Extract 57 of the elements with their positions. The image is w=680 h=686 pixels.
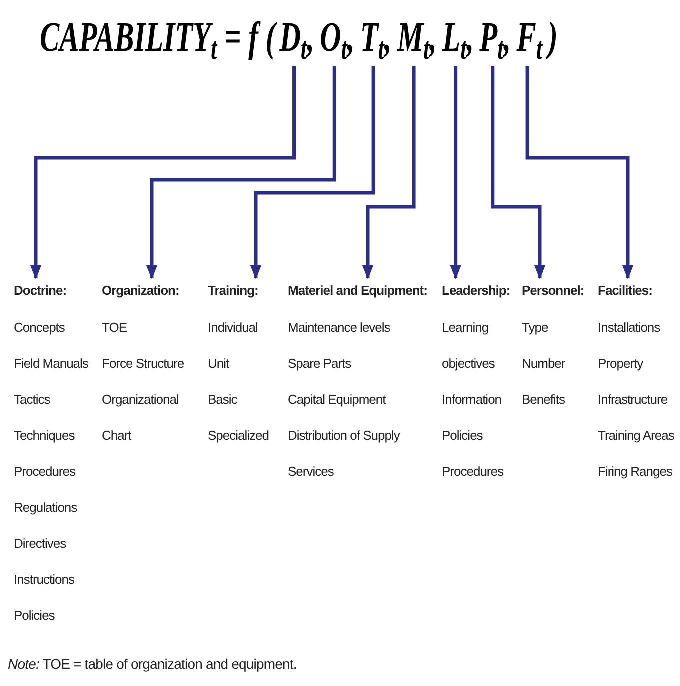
list-item: Training Areas: [598, 427, 676, 445]
list-item: Policies: [14, 607, 56, 625]
list-item: Procedures: [14, 463, 76, 481]
column-heading: Organization:: [102, 282, 180, 300]
note-text: Note: TOE = table of organization and equipment.: [8, 655, 297, 674]
connector-arrow: [362, 66, 416, 280]
list-item: Maintenance levels: [288, 319, 392, 337]
list-item: Unit: [208, 355, 230, 373]
list-item: Techniques: [14, 427, 76, 445]
list-item: Basic: [208, 391, 238, 409]
connector-arrow: [450, 66, 462, 280]
list-item: Infrastructure: [598, 391, 669, 409]
formula-variable: F$_{t}$: [516, 8, 542, 68]
formula-text: ): [548, 14, 558, 63]
column-heading: Training:: [208, 282, 260, 300]
list-item: Installations: [598, 319, 662, 337]
column-heading: Leadership:: [442, 282, 512, 300]
list-item: Capital Equipment: [288, 391, 388, 409]
formula-variable: L$_{t}$,: [442, 8, 474, 68]
list-item: Field Manuals: [14, 355, 90, 373]
list-item: TOE: [102, 319, 128, 337]
formula-variable: O$_{t}$,: [320, 8, 355, 68]
list-item: Number: [522, 355, 566, 373]
column-heading: Personnel:: [522, 282, 586, 300]
list-item: Directives: [14, 535, 68, 553]
formula-text: CAPABILITY$_{t}$ = f (: [40, 14, 276, 68]
list-item: Instructions: [14, 571, 76, 589]
column-heading: Materiel and Equipment:: [288, 282, 428, 300]
column-heading: Facilities:: [598, 282, 654, 300]
list-item: Services: [288, 463, 335, 481]
list-item: Information: [442, 391, 503, 409]
list-item: Force Structure: [102, 355, 186, 373]
list-item: Firing Ranges: [598, 463, 674, 481]
list-item: Tactics: [14, 391, 52, 409]
list-item: Procedures: [442, 463, 504, 481]
list-item: Learning objectives: [442, 319, 496, 373]
list-item: Benefits: [522, 391, 566, 409]
list-item: Type: [522, 319, 550, 337]
list-item: Individual: [208, 319, 259, 337]
list-item: Policies: [442, 427, 484, 445]
formula-variable: T$_{t}$,: [360, 8, 392, 68]
list-item: Property: [598, 355, 644, 373]
list-item: Specialized: [208, 427, 270, 445]
connector-arrow: [30, 66, 296, 280]
list-item: Regulations: [14, 499, 78, 517]
formula-variable: D$_{t}$,: [280, 8, 314, 68]
connector-arrow: [250, 66, 376, 280]
connector-arrow: [491, 66, 546, 280]
column-heading: Doctrine:: [14, 282, 68, 300]
connector-arrow: [526, 66, 634, 280]
formula-variable: M$_{t}$,: [397, 8, 438, 68]
connector-arrow: [146, 66, 336, 280]
list-item: Organizational Chart: [102, 391, 180, 445]
list-item: Concepts: [14, 319, 66, 337]
formula-variable: P$_{t}$,: [480, 8, 512, 68]
list-item: Distribution of Supply: [288, 427, 402, 445]
list-item: Spare Parts: [288, 355, 352, 373]
